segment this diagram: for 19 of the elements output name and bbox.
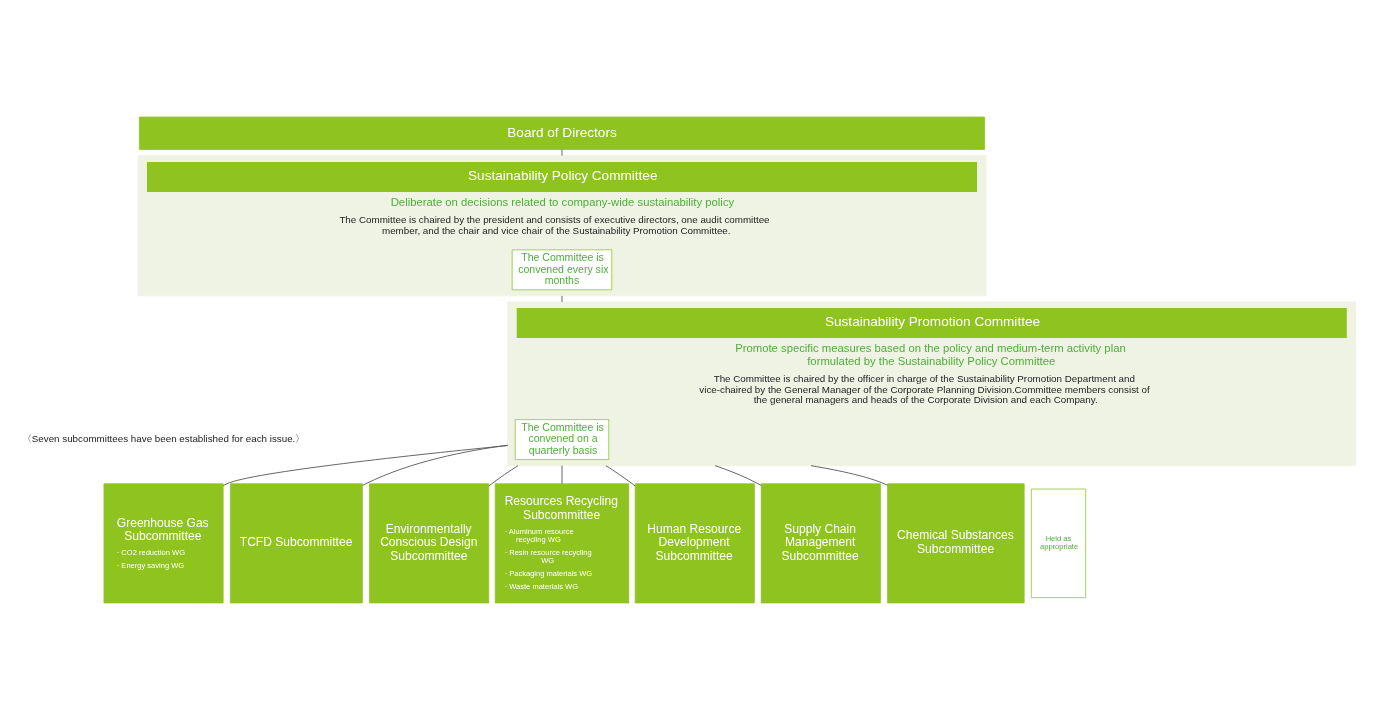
connector xyxy=(488,464,519,486)
connector xyxy=(222,444,509,486)
connector xyxy=(561,294,563,302)
node-box: TCFD Subcommittee xyxy=(229,482,363,603)
node-box: Supply Chain Management Subcommittee xyxy=(760,482,881,603)
node-box: Board of Directors xyxy=(139,116,985,150)
node-box: Environmentally Conscious Design Subcommittee xyxy=(369,482,490,603)
connector xyxy=(605,464,636,486)
node-box: Chemical Substances Subcommittee xyxy=(887,482,1025,603)
connector xyxy=(714,464,762,486)
node-box: Held as appropriate xyxy=(1030,488,1087,598)
node-box: Greenhouse Gas Subcommittee · CO2 reduction WG · Energy saving WG xyxy=(103,482,224,603)
connector xyxy=(361,444,509,486)
label: 〈Seven subcommittees have been established for each issue.〉 xyxy=(21,432,306,444)
node-box: The Committee is convened every six months xyxy=(511,248,613,290)
node-box: The Committee is convened on a quarterly basis xyxy=(514,418,610,460)
node-box: Resources Recycling Subcommittee · Aluminum resource recycling WG · Resin resource recycling WG · Packaging materials WG · Waste materials WG xyxy=(494,482,630,603)
node-box: Human Resource Development Subcommittee xyxy=(634,482,755,603)
connector xyxy=(810,464,888,486)
